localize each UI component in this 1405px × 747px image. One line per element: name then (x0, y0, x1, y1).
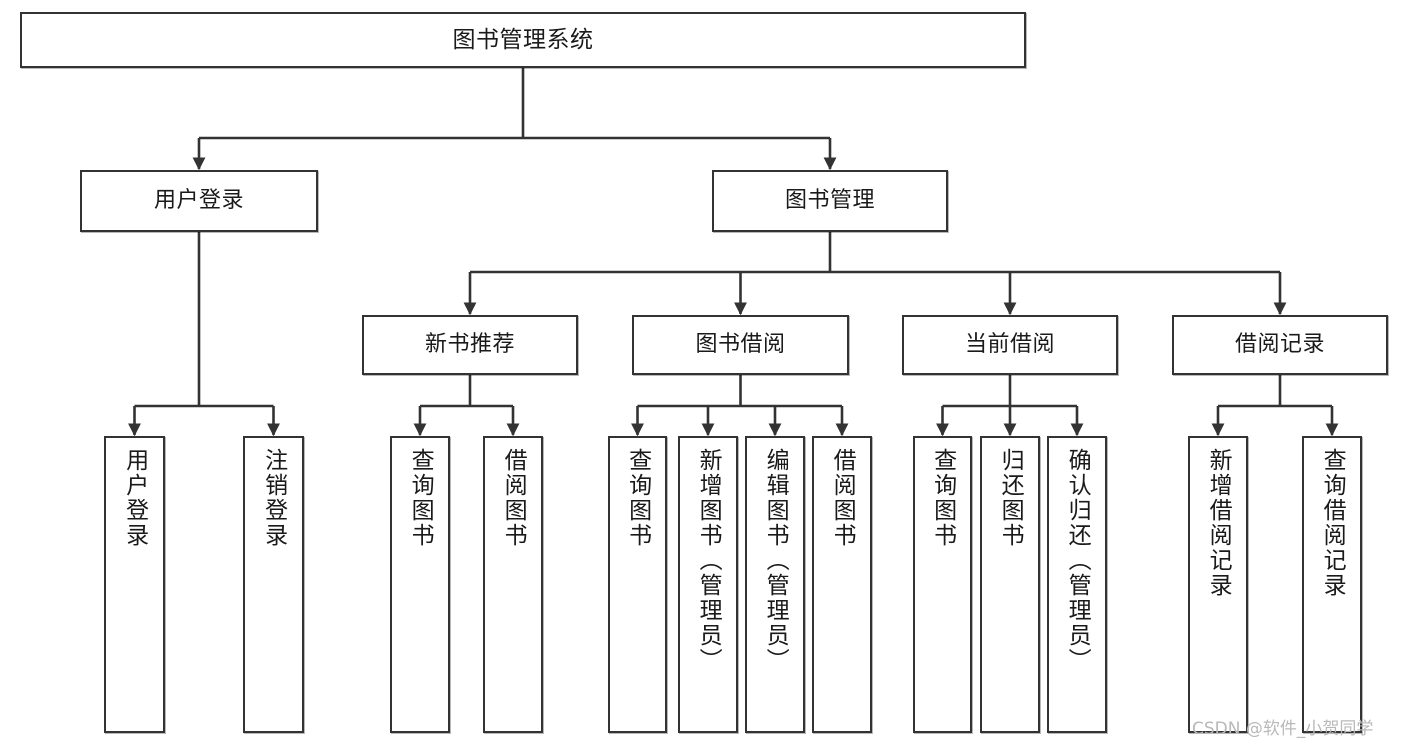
diagram-node-leaf12[interactable]: 新增借阅记录 (1188, 436, 1248, 733)
diagram-node-label: 图书管理系统 (452, 26, 594, 53)
diagram-node-leaf8[interactable]: 借阅图书 (812, 436, 872, 733)
diagram-node-leaf11[interactable]: 确认归还（管理员） (1047, 436, 1107, 733)
diagram-node-leaf1[interactable]: 用户登录 (104, 436, 165, 733)
csdn-watermark: CSDN @软件_小贺同学 (1192, 719, 1374, 739)
diagram-node-leaf4[interactable]: 借阅图书 (483, 436, 543, 733)
diagram-node-root[interactable]: 图书管理系统 (20, 12, 1026, 68)
diagram-node-borrow[interactable]: 图书借阅 (632, 315, 849, 375)
diagram-node-label: 查询图书 (929, 448, 956, 548)
diagram-node-label: 借阅记录 (1234, 332, 1325, 358)
diagram-node-label: 注销登录 (260, 448, 287, 548)
diagram-node-label: 编辑图书（管理员） (762, 448, 789, 673)
diagram-node-label: 图书管理 (784, 188, 875, 214)
diagram-node-leaf13[interactable]: 查询借阅记录 (1302, 436, 1362, 733)
diagram-node-label: 用户登录 (121, 448, 148, 548)
diagram-node-leaf3[interactable]: 查询图书 (390, 436, 450, 733)
diagram-node-login[interactable]: 用户登录 (80, 170, 318, 232)
diagram-node-current[interactable]: 当前借阅 (902, 315, 1118, 375)
diagram-node-label: 借阅图书 (829, 448, 856, 548)
diagram-node-label: 新增图书（管理员） (695, 448, 722, 673)
diagram-node-leaf2[interactable]: 注销登录 (243, 436, 304, 733)
diagram-node-label: 归还图书 (997, 448, 1024, 548)
diagram-node-label: 新增借阅记录 (1205, 448, 1232, 598)
diagram-node-newbook[interactable]: 新书推荐 (362, 315, 578, 375)
diagram-node-label: 查询图书 (407, 448, 434, 548)
diagram-node-leaf9[interactable]: 查询图书 (913, 436, 972, 733)
diagram-node-label: 查询借阅记录 (1319, 448, 1346, 598)
diagram-node-leaf5[interactable]: 查询图书 (608, 436, 667, 733)
diagram-node-label: 当前借阅 (964, 332, 1055, 358)
diagram-node-label: 图书借阅 (695, 332, 786, 358)
diagram-node-leaf6[interactable]: 新增图书（管理员） (678, 436, 738, 733)
diagram-node-label: 用户登录 (153, 188, 244, 214)
diagram-node-label: 查询图书 (624, 448, 651, 548)
diagram-node-label: 借阅图书 (500, 448, 527, 548)
diagram-node-label: 确认归还（管理员） (1064, 448, 1091, 673)
diagram-node-leaf10[interactable]: 归还图书 (980, 436, 1040, 733)
diagram-node-leaf7[interactable]: 编辑图书（管理员） (745, 436, 805, 733)
diagram-node-bookmgmt[interactable]: 图书管理 (712, 170, 948, 232)
diagram-node-label: 新书推荐 (424, 332, 515, 358)
diagram-node-records[interactable]: 借阅记录 (1172, 315, 1388, 375)
